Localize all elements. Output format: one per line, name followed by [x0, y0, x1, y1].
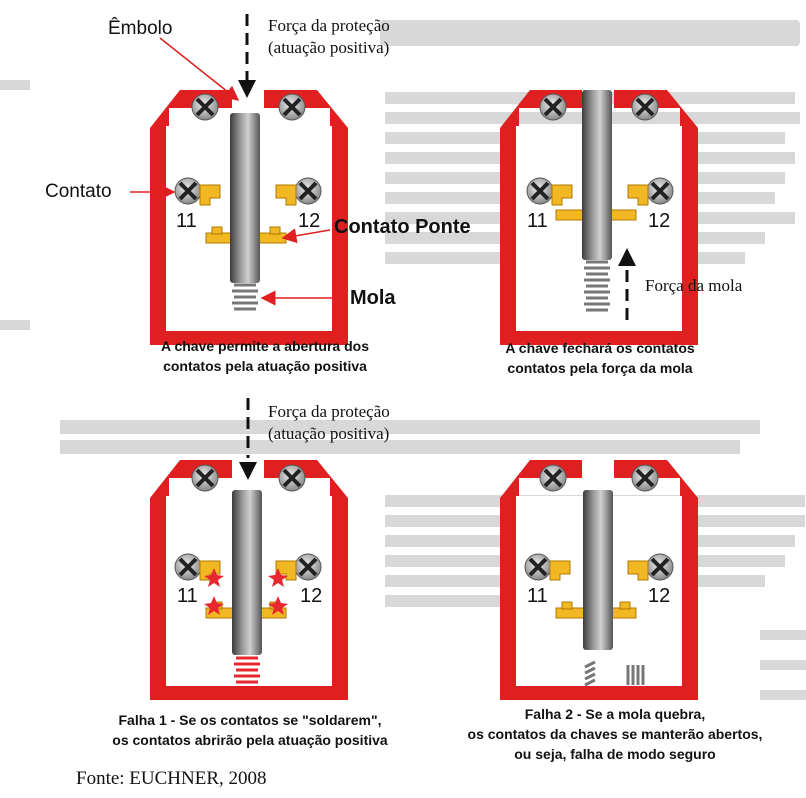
caption-panel-1-line2: contatos pela atuação positiva: [163, 358, 367, 374]
spring-force-label: Força da mola: [645, 276, 743, 295]
terminal-11-p2: 11: [527, 210, 548, 232]
panel-3-plunger: [232, 490, 262, 684]
terminal-12-p2: 12: [648, 210, 671, 232]
caption-panel-3-line2: os contatos abrirão pela atuação positiv…: [112, 732, 388, 748]
panel-1-plunger: [230, 113, 260, 311]
protection-force-label-1a: Força da proteção: [268, 16, 390, 35]
caption-panel-2: A chave fechará os contatos contatos pel…: [440, 338, 760, 378]
force-arrow-1: [238, 14, 256, 98]
terminal-12-p4: 12: [648, 585, 671, 607]
force-arrow-2: [239, 398, 257, 480]
terminal-11-p3: 11: [177, 585, 198, 607]
caption-panel-1: A chave permite a abertura dos contatos …: [100, 336, 430, 376]
caption-panel-1-line1: A chave permite a abertura dos: [160, 338, 369, 354]
caption-panel-4-line2: os contatos da chaves se manterão aberto…: [467, 726, 763, 742]
panel-4-plunger: [583, 490, 645, 687]
caption-panel-3: Falha 1 - Se os contatos se "soldarem", …: [40, 710, 460, 750]
bridge-contact-label: Contato Ponte: [334, 216, 471, 238]
caption-panel-4: Falha 2 - Se a mola quebra, os contatos …: [430, 704, 800, 764]
spring-label: Mola: [350, 287, 396, 309]
contact-label: Contato: [45, 181, 112, 202]
protection-force-label-2a: Força da proteção: [268, 402, 390, 421]
caption-panel-2-line1: A chave fechará os contatos: [505, 340, 695, 356]
panel-3-sparks: [204, 568, 288, 615]
spring-force-arrow: [618, 248, 636, 320]
protection-force-label-1b: (atuação positiva): [268, 38, 390, 57]
plunger-label: Êmbolo: [108, 18, 173, 39]
terminal-11-p4: 11: [527, 585, 548, 607]
terminal-12-p3: 12: [300, 585, 323, 607]
protection-force-label-2b: (atuação positiva): [268, 424, 390, 443]
pointer-arrows: [130, 37, 344, 306]
panel-2-plunger: [582, 90, 612, 312]
terminal-12-p1: 12: [298, 210, 321, 232]
caption-panel-3-line1: Falha 1 - Se os contatos se "soldarem",: [118, 712, 382, 728]
source-citation: Fonte: EUCHNER, 2008: [76, 768, 267, 789]
caption-panel-2-line2: contatos pela força da mola: [507, 360, 693, 376]
terminal-11-p1: 11: [176, 210, 197, 232]
caption-panel-4-line1: Falha 2 - Se a mola quebra,: [524, 706, 706, 722]
caption-panel-4-line3: ou seja, falha de modo seguro: [514, 746, 716, 762]
